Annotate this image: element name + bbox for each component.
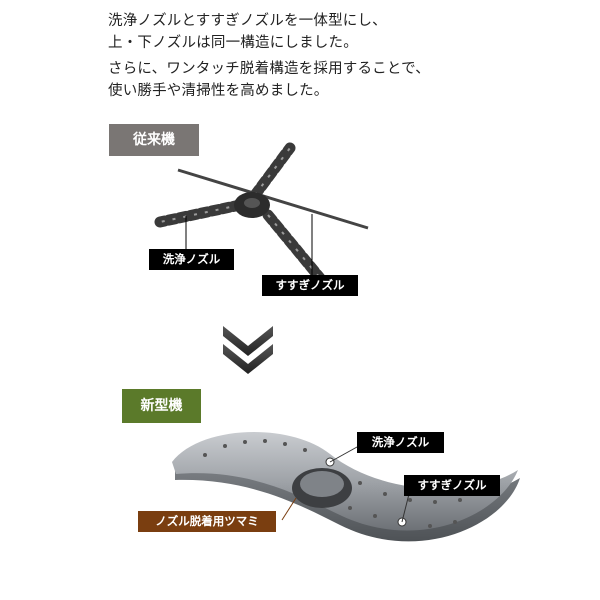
- intro-line-1: 洗浄ノズルとすすぎノズルを一体型にし、: [108, 13, 387, 29]
- new-nozzle-image: [172, 431, 520, 542]
- old-nozzle-image: [154, 142, 369, 284]
- new-wash-nozzle-label: 洗浄ノズル: [357, 432, 444, 453]
- new-model-tag: 新型機: [122, 389, 201, 423]
- new-rinse-nozzle-label: すすぎノズル: [404, 475, 500, 496]
- intro-line-2: 上・下ノズルは同一構造にしました。: [108, 35, 358, 51]
- old-wash-nozzle-label: 洗浄ノズル: [149, 249, 234, 270]
- intro-line-4: 使い勝手や清掃性を高めました。: [108, 83, 329, 99]
- old-rinse-nozzle-label: すすぎノズル: [262, 275, 358, 296]
- intro-line-3: さらに、ワンタッチ脱着構造を採用することで、: [108, 61, 430, 77]
- intro-text: 洗浄ノズルとすすぎノズルを一体型にし、 上・下ノズルは同一構造にしました。 さら…: [108, 10, 430, 102]
- nozzle-knob-label: ノズル脱着用ツマミ: [138, 511, 276, 532]
- old-model-tag: 従来機: [109, 124, 199, 156]
- chevron-down-icon: [223, 326, 273, 374]
